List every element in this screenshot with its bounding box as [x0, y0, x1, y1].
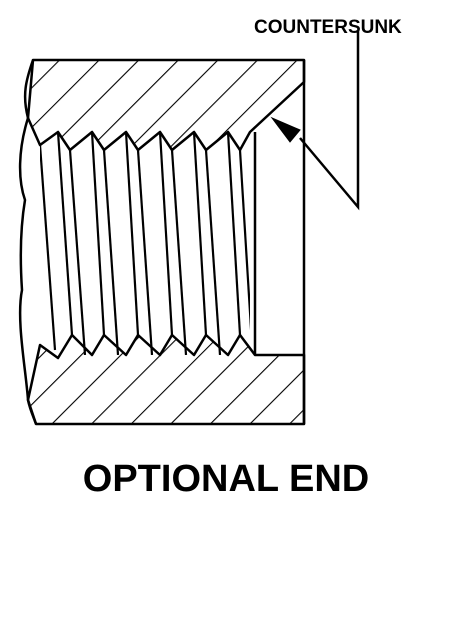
top-wall-section	[26, 58, 306, 152]
countersunk-label: COUNTERSUNK	[254, 17, 402, 38]
countersunk-leader-line	[299, 30, 360, 211]
diagram-caption: OPTIONAL END	[82, 458, 370, 500]
bottom-wall-section	[26, 333, 306, 426]
internal-threads	[40, 132, 250, 355]
countersunk-arrowhead	[270, 116, 301, 143]
break-line-left	[18, 59, 38, 425]
